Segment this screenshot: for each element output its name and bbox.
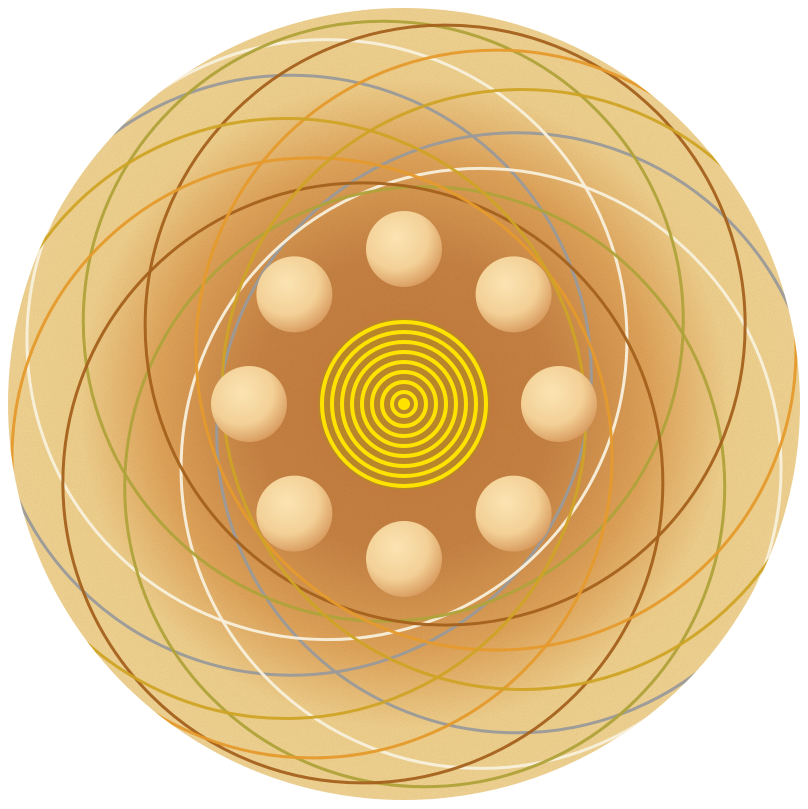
central-spiral <box>318 318 490 490</box>
orb <box>521 366 597 442</box>
spiral-center <box>398 398 410 410</box>
orb <box>366 521 442 597</box>
orb <box>366 211 442 287</box>
orb <box>476 256 552 332</box>
orb <box>256 476 332 552</box>
orb <box>476 476 552 552</box>
orb <box>211 366 287 442</box>
orb <box>256 256 332 332</box>
